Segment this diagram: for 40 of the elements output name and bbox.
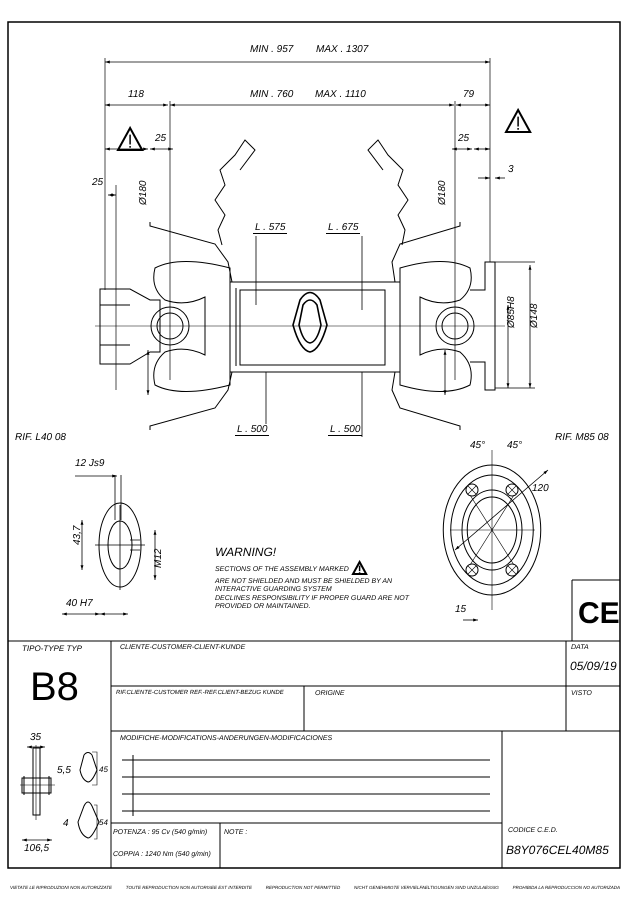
- dimension-value: 5,5: [57, 765, 71, 776]
- dimension-value: 106,5: [24, 843, 50, 854]
- reference-label: RIF. L40 08: [15, 432, 66, 443]
- dimension-value: 25: [458, 133, 470, 144]
- dimension-value: 40 H7: [66, 598, 93, 609]
- dimension-value: 3: [508, 164, 514, 175]
- dimension-value: Ø148: [529, 304, 540, 328]
- dimension-value: 120: [532, 483, 549, 494]
- dimension-value: Ø85H8: [506, 296, 517, 328]
- dimension-value: M12: [153, 548, 164, 568]
- dimension-value: MIN . 760: [250, 89, 294, 100]
- ce-mark: CE: [578, 597, 620, 630]
- dimension-value: 45: [99, 766, 108, 775]
- field-value: B8: [30, 665, 79, 709]
- dimension-value: 35: [30, 732, 42, 743]
- field-value: 05/09/19: [570, 660, 617, 674]
- reference-label: RIF. M85 08: [555, 432, 609, 443]
- dimension-value: 25: [92, 177, 104, 188]
- dimension-value: 45°: [507, 440, 522, 451]
- dimension-value: 25: [155, 133, 166, 144]
- dimension-value: Ø180: [437, 180, 448, 205]
- dimension-value: 118: [128, 89, 144, 100]
- dimension-value: 15: [455, 604, 466, 615]
- dimension-value: 43,7: [72, 526, 83, 545]
- dimension-label: L . 500: [328, 424, 362, 436]
- dimension-value: 54: [99, 819, 108, 828]
- dimension-value: MAX . 1110: [315, 89, 366, 100]
- dimension-value: 45°: [470, 440, 486, 451]
- warning-heading: WARNING!: [215, 546, 276, 560]
- dimension-label: L . 575: [253, 222, 288, 234]
- field-value: B8Y076CEL40M85: [506, 844, 609, 858]
- dimension-value: MIN . 957: [250, 44, 294, 55]
- dimension-label: L . 675: [326, 222, 360, 234]
- field-label: TIPO-TYPE TYP: [22, 645, 82, 654]
- dimension-value: 12 Js9: [75, 458, 104, 469]
- dimension-value: 4: [63, 818, 69, 829]
- dimension-value: Ø180: [138, 180, 149, 205]
- dimension-label: L . 500: [235, 424, 270, 436]
- dimension-value: 79: [463, 89, 474, 100]
- dimension-value: MAX . 1307: [316, 44, 368, 55]
